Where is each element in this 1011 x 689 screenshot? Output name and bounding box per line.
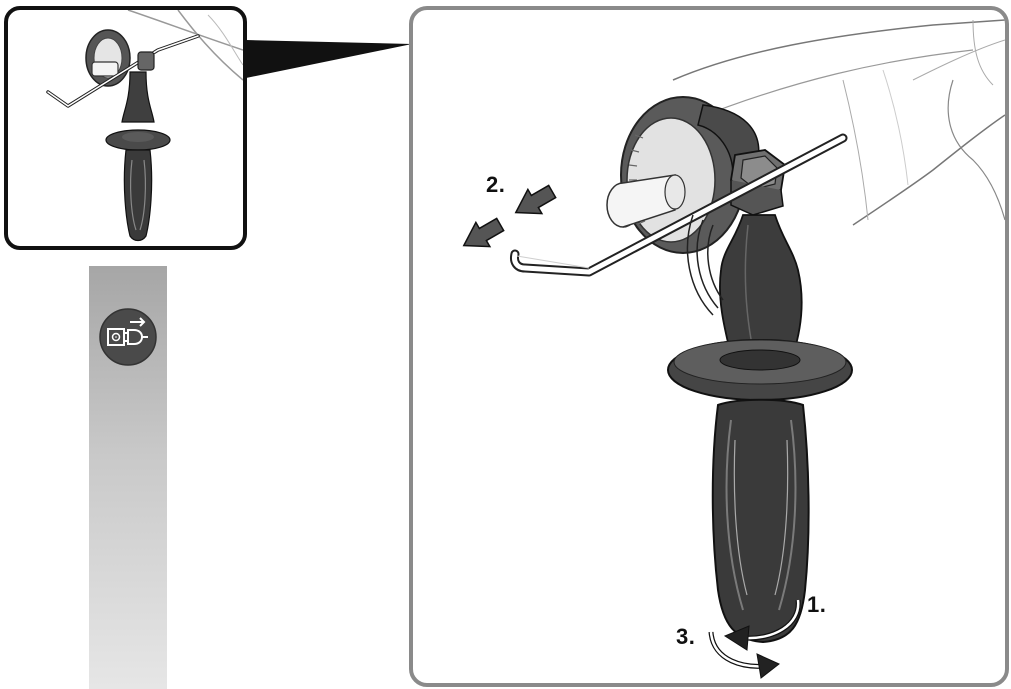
overview-inset	[4, 6, 247, 250]
push-pull-arrows	[457, 179, 559, 257]
handle-adjustment-illustration	[413, 10, 1005, 683]
main-detail-panel	[409, 6, 1009, 687]
step-label-1: 1.	[807, 592, 826, 618]
unplug-power-icon	[96, 305, 160, 369]
overview-handle-illustration	[8, 10, 243, 246]
step-label-2: 2.	[486, 172, 505, 198]
step-label-3: 3.	[676, 624, 695, 650]
